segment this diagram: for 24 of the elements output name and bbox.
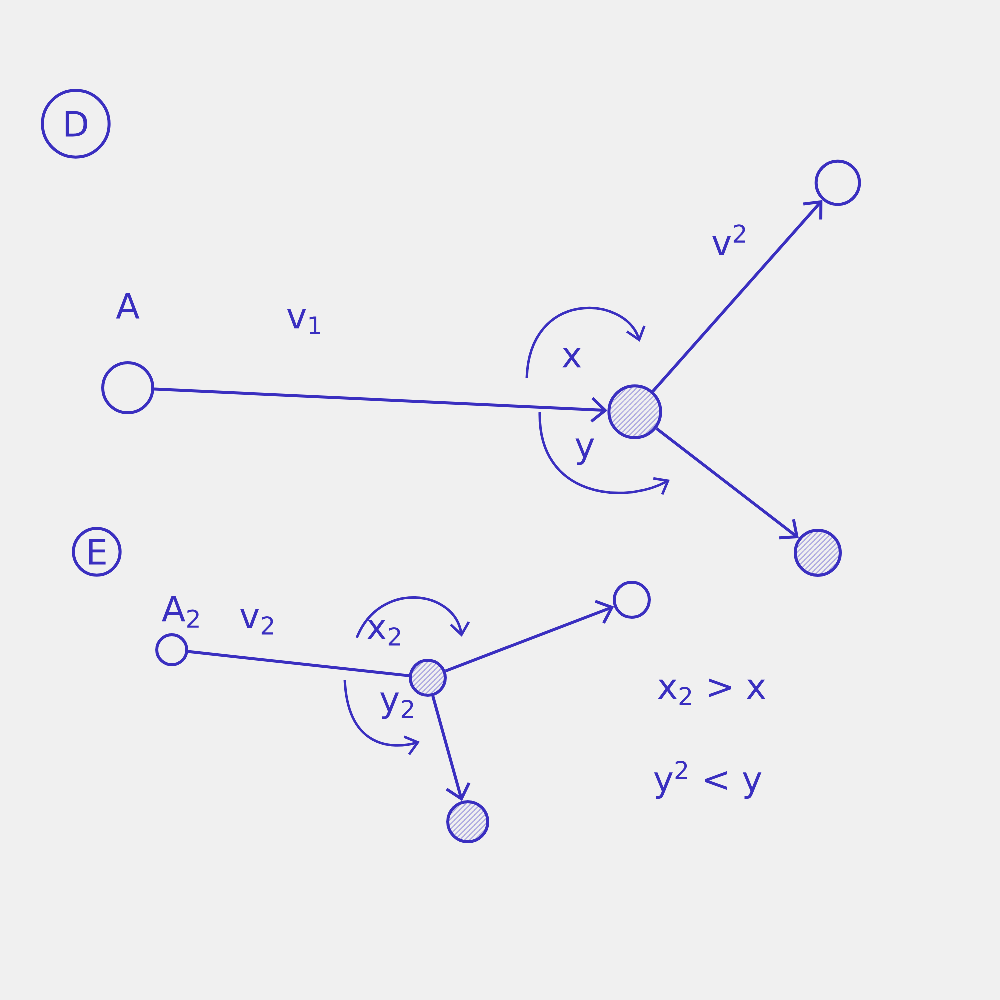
- shaded-ball: [794, 529, 842, 577]
- arrow: [154, 388, 608, 423]
- edge-label: v$^{2}$: [712, 224, 746, 256]
- inequality: x$_{2}$ > x: [658, 678, 766, 706]
- inequality: y$^{2}$ < y: [654, 761, 762, 800]
- angle-label: y: [576, 438, 594, 466]
- angle-label: y$_{2}$: [380, 692, 414, 720]
- arrow: [656, 428, 799, 540]
- ball-label: A: [116, 293, 140, 319]
- angle-label: x: [562, 348, 582, 368]
- shaded-ball: [608, 384, 662, 440]
- arrow: [445, 600, 614, 673]
- arrow: [432, 696, 471, 802]
- circled-letter: D: [41, 89, 111, 159]
- edge-label: v$_{1}$: [287, 309, 320, 335]
- shaded-ball: [409, 659, 447, 697]
- ball: [814, 160, 862, 206]
- shaded-ball: [446, 800, 490, 844]
- arrow: [652, 200, 823, 393]
- edge-label: v$_{2}$: [240, 609, 274, 635]
- circled-letter: E: [72, 527, 122, 577]
- ball: [613, 581, 652, 619]
- angle-label: x$_{2}$: [367, 620, 400, 646]
- ball-label: A$_{2}$: [162, 596, 199, 628]
